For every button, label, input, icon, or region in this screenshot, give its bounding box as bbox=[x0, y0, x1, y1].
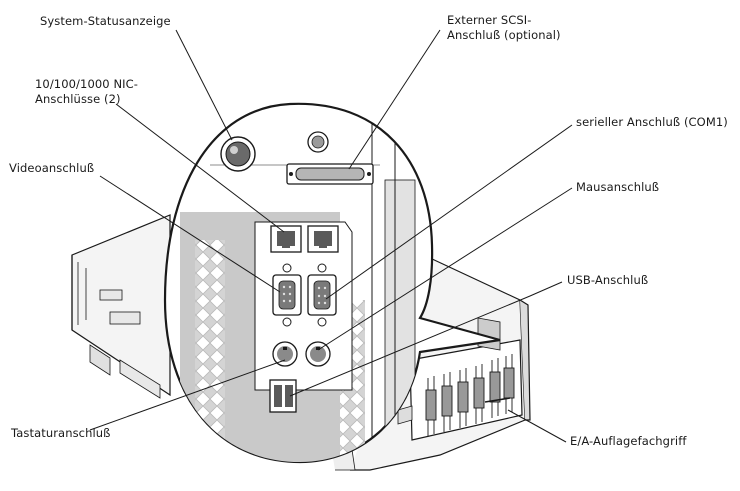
label-video-connector: Videoanschluß bbox=[9, 161, 94, 176]
mouse-connector bbox=[305, 341, 331, 367]
video-connector bbox=[272, 274, 302, 316]
label-nic-line2: Anschlüsse (2) bbox=[35, 92, 121, 106]
label-serial-connector: serieller Anschluß (COM1) bbox=[576, 115, 728, 130]
label-scsi-line2: Anschluß (optional) bbox=[447, 28, 561, 42]
label-serial-text: serieller Anschluß (COM1) bbox=[576, 115, 728, 129]
serial-connector bbox=[307, 274, 337, 316]
label-usb-connector: USB-Anschluß bbox=[567, 273, 648, 288]
label-system-status-text: System-Statusanzeige bbox=[40, 14, 171, 28]
expansion-slots bbox=[425, 354, 515, 436]
usb-connectors bbox=[269, 379, 297, 413]
label-mouse-connector: Mausanschluß bbox=[576, 180, 659, 195]
label-keyboard-text: Tastaturanschluß bbox=[11, 426, 111, 440]
label-io-tray-handle: E/A-Auflagefachgriff bbox=[570, 434, 687, 449]
label-video-text: Videoanschluß bbox=[9, 161, 95, 175]
keyboard-connector bbox=[272, 341, 298, 367]
label-mouse-text: Mausanschluß bbox=[576, 180, 660, 194]
label-system-status: System-Statusanzeige bbox=[40, 14, 171, 29]
callout-lines bbox=[89, 29, 573, 443]
label-usb-text: USB-Anschluß bbox=[567, 273, 649, 287]
scsi-connector bbox=[286, 163, 374, 185]
label-scsi-line1: Externer SCSI- bbox=[447, 13, 532, 27]
label-keyboard-connector: Tastaturanschluß bbox=[11, 426, 111, 441]
label-scsi-connector: Externer SCSI- Anschluß (optional) bbox=[447, 13, 561, 43]
label-nic-line1: 10/100/1000 NIC- bbox=[35, 77, 139, 91]
system-status-indicator bbox=[220, 136, 256, 172]
identification-button bbox=[307, 131, 329, 153]
label-nic-connectors: 10/100/1000 NIC- Anschlüsse (2) bbox=[35, 77, 138, 107]
nic-connectors bbox=[270, 225, 339, 253]
label-io-handle-text: E/A-Auflagefachgriff bbox=[570, 434, 687, 448]
